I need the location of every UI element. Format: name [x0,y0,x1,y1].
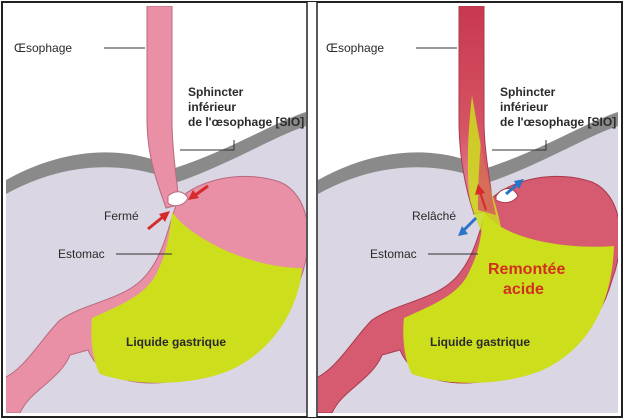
sphincter-label-right-1: Sphincter [500,85,556,99]
reflux-label-2: acide [503,281,544,298]
panel-divider [307,2,317,417]
sphincter-label-right-3: de l'œsophage [SIO] [500,115,616,129]
sphincter-label-left-2: inférieur [188,100,236,114]
panel-relaxed [312,6,620,413]
sphincter-label-left-1: Sphincter [188,85,244,99]
panel-closed [0,6,308,413]
sphincter-label-left-3: de l'œsophage [SIO] [188,115,304,129]
esophagus-label-left: Œsophage [14,41,72,55]
liquid-label-left: Liquide gastrique [126,335,226,349]
state-label-relaxed: Relâché [412,209,456,223]
sphincter-label-right-2: inférieur [500,100,548,114]
stomach-label-left: Estomac [58,247,105,261]
stomach-label-right: Estomac [370,247,417,261]
esophagus-label-right: Œsophage [326,41,384,55]
state-label-closed: Fermé [104,209,139,223]
reflux-label-1: Remontée [488,261,565,278]
liquid-label-right: Liquide gastrique [430,335,530,349]
